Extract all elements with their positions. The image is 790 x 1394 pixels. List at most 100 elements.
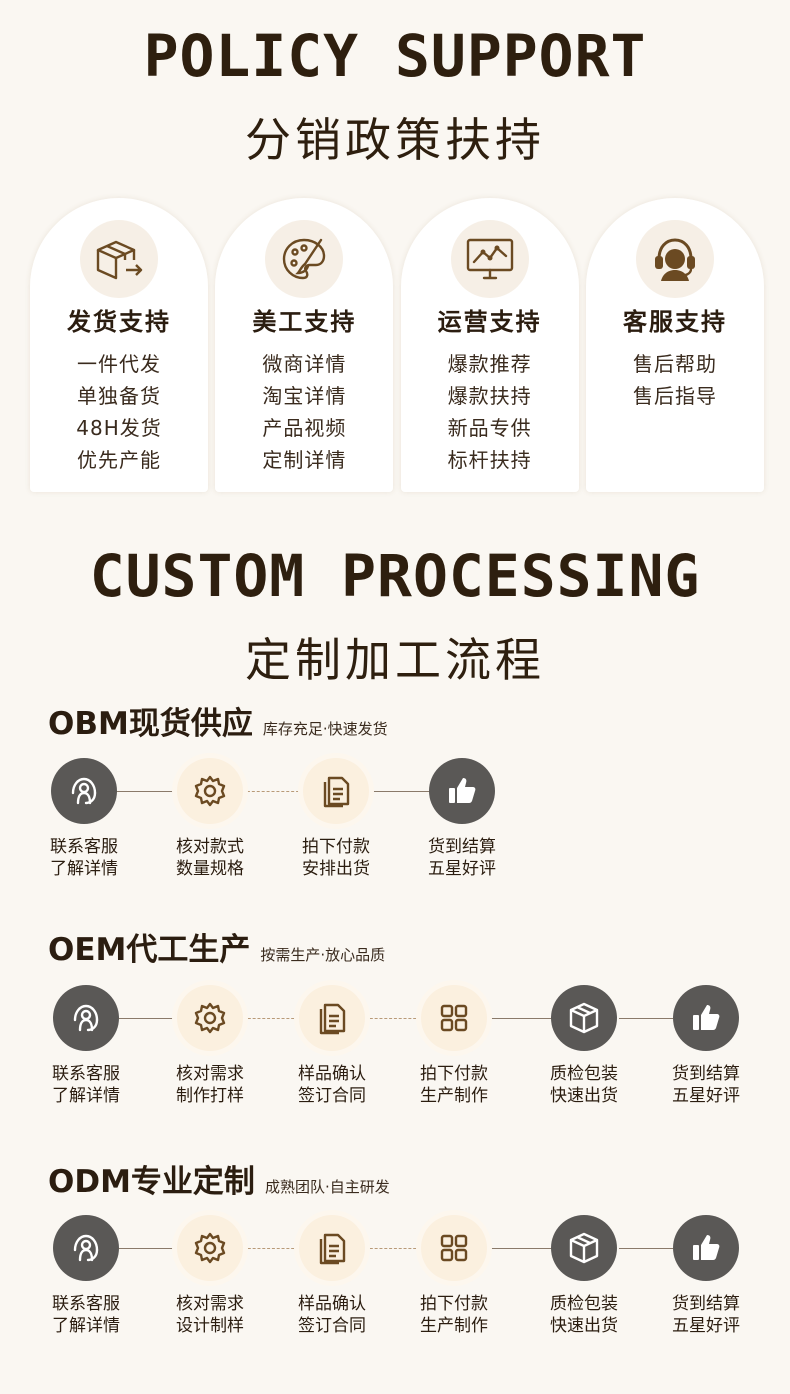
service-icon: [51, 758, 117, 824]
step-label: 制作打样: [176, 1086, 244, 1106]
card-title: 发货支持: [67, 308, 171, 336]
step-label: 签订合同: [298, 1086, 366, 1106]
connector: [365, 1018, 421, 1019]
document-icon: [303, 758, 369, 824]
card-item: 新品专供: [447, 416, 532, 440]
obm-subtitle: 库存充足·快速发货: [262, 720, 388, 738]
card-item: 定制详情: [262, 448, 347, 472]
step-label: 货到结算: [428, 837, 496, 857]
step-label: 了解详情: [52, 1316, 120, 1336]
step-label: 联系客服: [50, 837, 118, 857]
policy-title-en: POLICY SUPPORT: [143, 22, 647, 90]
connector: [365, 1248, 421, 1249]
card-design-support: 美工支持 微商详情 淘宝详情 产品视频 定制详情: [215, 198, 394, 492]
card-service-support: 客服支持 售后帮助 售后指导: [585, 198, 764, 492]
obm-step-1: 联系客服 了解详情: [24, 758, 144, 880]
card-item: 48H发货: [76, 416, 162, 440]
card-item: 优先产能: [77, 448, 161, 472]
connector: [368, 791, 430, 792]
card-shipping-support: 发货支持 一件代发 单独备货 48H发货 优先产能: [30, 198, 208, 492]
oem-step-3: 样品确认 签订合同: [272, 985, 392, 1107]
custom-title-cn: 定制加工流程: [245, 633, 545, 687]
card-item: 单独备货: [77, 384, 161, 408]
step-label: 质检包装: [550, 1064, 618, 1084]
obm-header: OBM现货供应 库存充足·快速发货: [48, 698, 388, 743]
card-item: 淘宝详情: [262, 384, 347, 408]
thumbs-up-icon: [673, 1215, 739, 1281]
connector: [487, 1018, 553, 1019]
odm-subtitle: 成熟团队·自主研发: [264, 1178, 390, 1196]
oem-flow: 联系客服 了解详情 核对需求 制作打样 样品确认 签订合同 拍下付款 生产制作 …: [0, 985, 790, 1115]
step-label: 快速出货: [550, 1086, 618, 1106]
service-icon: [53, 1215, 119, 1281]
step-label: 生产制作: [420, 1316, 488, 1336]
odm-step-2: 核对需求 设计制样: [150, 1215, 270, 1337]
card-item: 爆款扶持: [447, 384, 532, 408]
grid-icon: [421, 1215, 487, 1281]
card-item: 一件代发: [77, 352, 161, 376]
document-icon: [299, 1215, 365, 1281]
grid-icon: [421, 985, 487, 1051]
step-label: 联系客服: [52, 1294, 120, 1314]
step-label: 签订合同: [298, 1316, 366, 1336]
oem-header: OEM代工生产 按需生产·放心品质: [48, 924, 385, 969]
oem-step-1: 联系客服 了解详情: [26, 985, 146, 1107]
odm-flow: 联系客服 了解详情 核对需求 设计制样 样品确认 签订合同 拍下付款 生产制作 …: [0, 1215, 790, 1345]
step-label: 样品确认: [298, 1064, 366, 1084]
step-label: 五星好评: [672, 1316, 740, 1336]
connector: [243, 1018, 299, 1019]
odm-step-1: 联系客服 了解详情: [26, 1215, 146, 1337]
oem-step-5: 质检包装 快速出货: [524, 985, 644, 1107]
step-label: 设计制样: [176, 1316, 244, 1336]
connector: [243, 1248, 299, 1249]
step-label: 样品确认: [298, 1294, 366, 1314]
obm-flow: 联系客服 了解详情 核对款式 数量规格 拍下付款 安排出货 货到结算 五星好评: [0, 758, 790, 888]
connector: [619, 1018, 673, 1019]
card-title: 客服支持: [622, 308, 727, 336]
step-label: 拍下付款: [420, 1064, 488, 1084]
policy-title-cn: 分销政策扶持: [245, 113, 545, 167]
step-label: 核对需求: [176, 1064, 244, 1084]
odm-step-5: 质检包装 快速出货: [524, 1215, 644, 1337]
odm-header: ODM专业定制 成熟团队·自主研发: [48, 1156, 390, 1201]
step-label: 货到结算: [672, 1064, 740, 1084]
oem-title: OEM代工生产: [48, 932, 251, 968]
obm-step-4: 货到结算 五星好评: [402, 758, 522, 880]
oem-step-6: 货到结算 五星好评: [646, 985, 766, 1107]
card-operation-support: 运营支持 爆款推荐 爆款扶持 新品专供 标杆扶持: [400, 198, 579, 492]
odm-step-3: 样品确认 签订合同: [272, 1215, 392, 1337]
thumbs-up-icon: [673, 985, 739, 1051]
thumbs-up-icon: [429, 758, 495, 824]
headset-icon: [635, 220, 714, 298]
card-title: 运营支持: [437, 308, 542, 336]
step-label: 了解详情: [52, 1086, 120, 1106]
connector: [119, 1018, 177, 1019]
box-icon: [80, 220, 158, 298]
step-label: 质检包装: [550, 1294, 618, 1314]
card-title: 美工支持: [252, 308, 357, 336]
step-label: 核对款式: [176, 837, 244, 857]
package-icon: [551, 1215, 617, 1281]
step-label: 了解详情: [50, 859, 118, 879]
odm-step-6: 货到结算 五星好评: [646, 1215, 766, 1337]
odm-title: ODM专业定制: [48, 1164, 255, 1200]
card-item: 爆款推荐: [447, 352, 532, 376]
step-label: 快速出货: [550, 1316, 618, 1336]
odm-step-4: 拍下付款 生产制作: [394, 1215, 514, 1337]
step-label: 安排出货: [302, 859, 370, 879]
connector: [119, 1248, 177, 1249]
package-icon: [551, 985, 617, 1051]
obm-step-2: 核对款式 数量规格: [150, 758, 270, 880]
document-icon: [299, 985, 365, 1051]
step-label: 拍下付款: [302, 837, 370, 857]
connector: [242, 791, 304, 792]
oem-step-4: 拍下付款 生产制作: [394, 985, 514, 1107]
card-item: 售后指导: [632, 384, 717, 408]
step-label: 数量规格: [176, 859, 244, 879]
custom-title-en: CUSTOM PROCESSING: [89, 542, 701, 610]
step-label: 五星好评: [428, 859, 496, 879]
card-item: 产品视频: [262, 416, 347, 440]
step-label: 拍下付款: [420, 1294, 488, 1314]
step-label: 五星好评: [672, 1086, 740, 1106]
policy-cards: 发货支持 一件代发 单独备货 48H发货 优先产能 美工支持 微商详情 淘宝详情…: [30, 198, 764, 492]
